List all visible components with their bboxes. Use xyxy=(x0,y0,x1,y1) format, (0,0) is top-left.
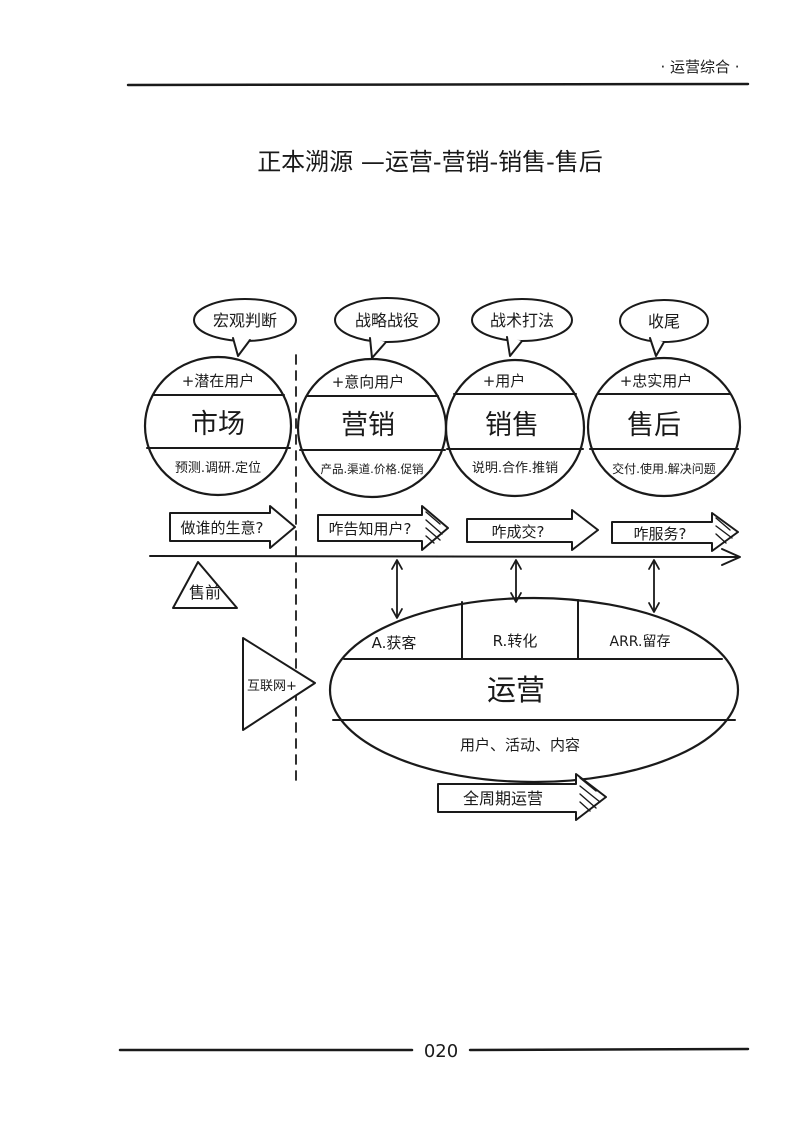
ops-bottom-text: 用户、活动、内容 xyxy=(460,736,580,754)
stage-top-text: +潜在用户 xyxy=(182,372,255,390)
speech-bubble: 收尾 xyxy=(619,299,709,357)
page-number: 020 xyxy=(424,1041,458,1062)
stage-top-text: +用户 xyxy=(483,372,526,390)
speech-bubble: 战略战役 xyxy=(334,297,440,359)
arrow-question: 咋告知用户? xyxy=(329,520,412,538)
internet-plus-label: 互联网+ xyxy=(247,679,297,694)
stage-name: 售后 xyxy=(627,410,681,441)
stage-bottom-text: 产品.渠道.价格.促销 xyxy=(321,462,424,476)
stage-market: 宏观判断 +潜在用户 市场 预测.调研.定位 做谁的生意? xyxy=(143,298,297,549)
bubble-text: 战术打法 xyxy=(490,311,554,330)
stage-arrow: 咋成交? xyxy=(466,509,599,551)
connector-arrows xyxy=(391,559,660,619)
stage-arrow: 咋服务? xyxy=(611,512,739,552)
stage-circle: +意向用户 营销 产品.渠道.价格.促销 xyxy=(296,357,448,499)
timeline-line xyxy=(149,555,739,558)
speech-bubble: 宏观判断 xyxy=(193,298,297,357)
page-title: 正本溯源 —运营-营销-销售-售后 xyxy=(257,148,603,176)
stage-bottom-text: 预测.调研.定位 xyxy=(175,461,261,476)
speech-bubble: 战术打法 xyxy=(471,298,573,357)
stage-circle: +用户 销售 说明.合作.推销 xyxy=(444,358,586,498)
timeline-arrowhead xyxy=(721,548,741,566)
stage-sales: 战术打法 +用户 销售 说明.合作.推销 咋成交? xyxy=(444,298,599,551)
arrow-question: 咋服务? xyxy=(634,525,687,543)
header-rule xyxy=(126,82,750,87)
stage-name: 销售 xyxy=(485,410,539,441)
bubble-text: 宏观判断 xyxy=(213,311,277,330)
operations-oval: A.获客 R.转化 ARR.留存 运营 用户、活动、内容 xyxy=(328,596,740,784)
full-lifecycle-arrow: 全周期运营 xyxy=(437,773,607,821)
bubble-text: 战略战役 xyxy=(355,311,419,330)
internet-plus-triangle: 互联网+ xyxy=(242,637,316,731)
stage-bottom-text: 交付.使用.解决问题 xyxy=(612,461,716,476)
arrow-question: 咋成交? xyxy=(492,523,545,541)
stage-arrow: 咋告知用户? xyxy=(317,505,449,551)
stage-circle: +潜在用户 市场 预测.调研.定位 xyxy=(143,355,293,497)
stage-name: 市场 xyxy=(191,409,245,440)
stage-after-sales: 收尾 +忠实用户 售后 交付.使用.解决问题 咋服务? xyxy=(586,299,742,552)
stage-arrow: 做谁的生意? xyxy=(169,505,296,549)
stage-top-text: +忠实用户 xyxy=(620,372,693,390)
lifecycle-label: 全周期运营 xyxy=(463,789,543,808)
ops-cell-acquire: A.获客 xyxy=(372,634,417,652)
header-section-label: · 运营综合 · xyxy=(660,58,739,76)
stage-bottom-text: 说明.合作.推销 xyxy=(472,461,558,476)
stage-marketing: 战略战役 +意向用户 营销 产品.渠道.价格.促销 咋告知用户? xyxy=(296,297,449,551)
ops-cell-convert: R.转化 xyxy=(493,632,538,650)
bubble-text: 收尾 xyxy=(648,312,680,331)
stage-name: 营销 xyxy=(341,410,395,441)
stage-top-text: +意向用户 xyxy=(332,373,405,391)
pre-sales-triangle: 售前 xyxy=(172,561,238,609)
arrow-question: 做谁的生意? xyxy=(181,519,264,537)
ops-cell-retain: ARR.留存 xyxy=(610,634,671,650)
footer-rule-right xyxy=(468,1047,750,1052)
ops-title: 运营 xyxy=(487,673,545,707)
pre-sales-label: 售前 xyxy=(189,583,221,602)
stage-circle: +忠实用户 售后 交付.使用.解决问题 xyxy=(586,356,742,498)
